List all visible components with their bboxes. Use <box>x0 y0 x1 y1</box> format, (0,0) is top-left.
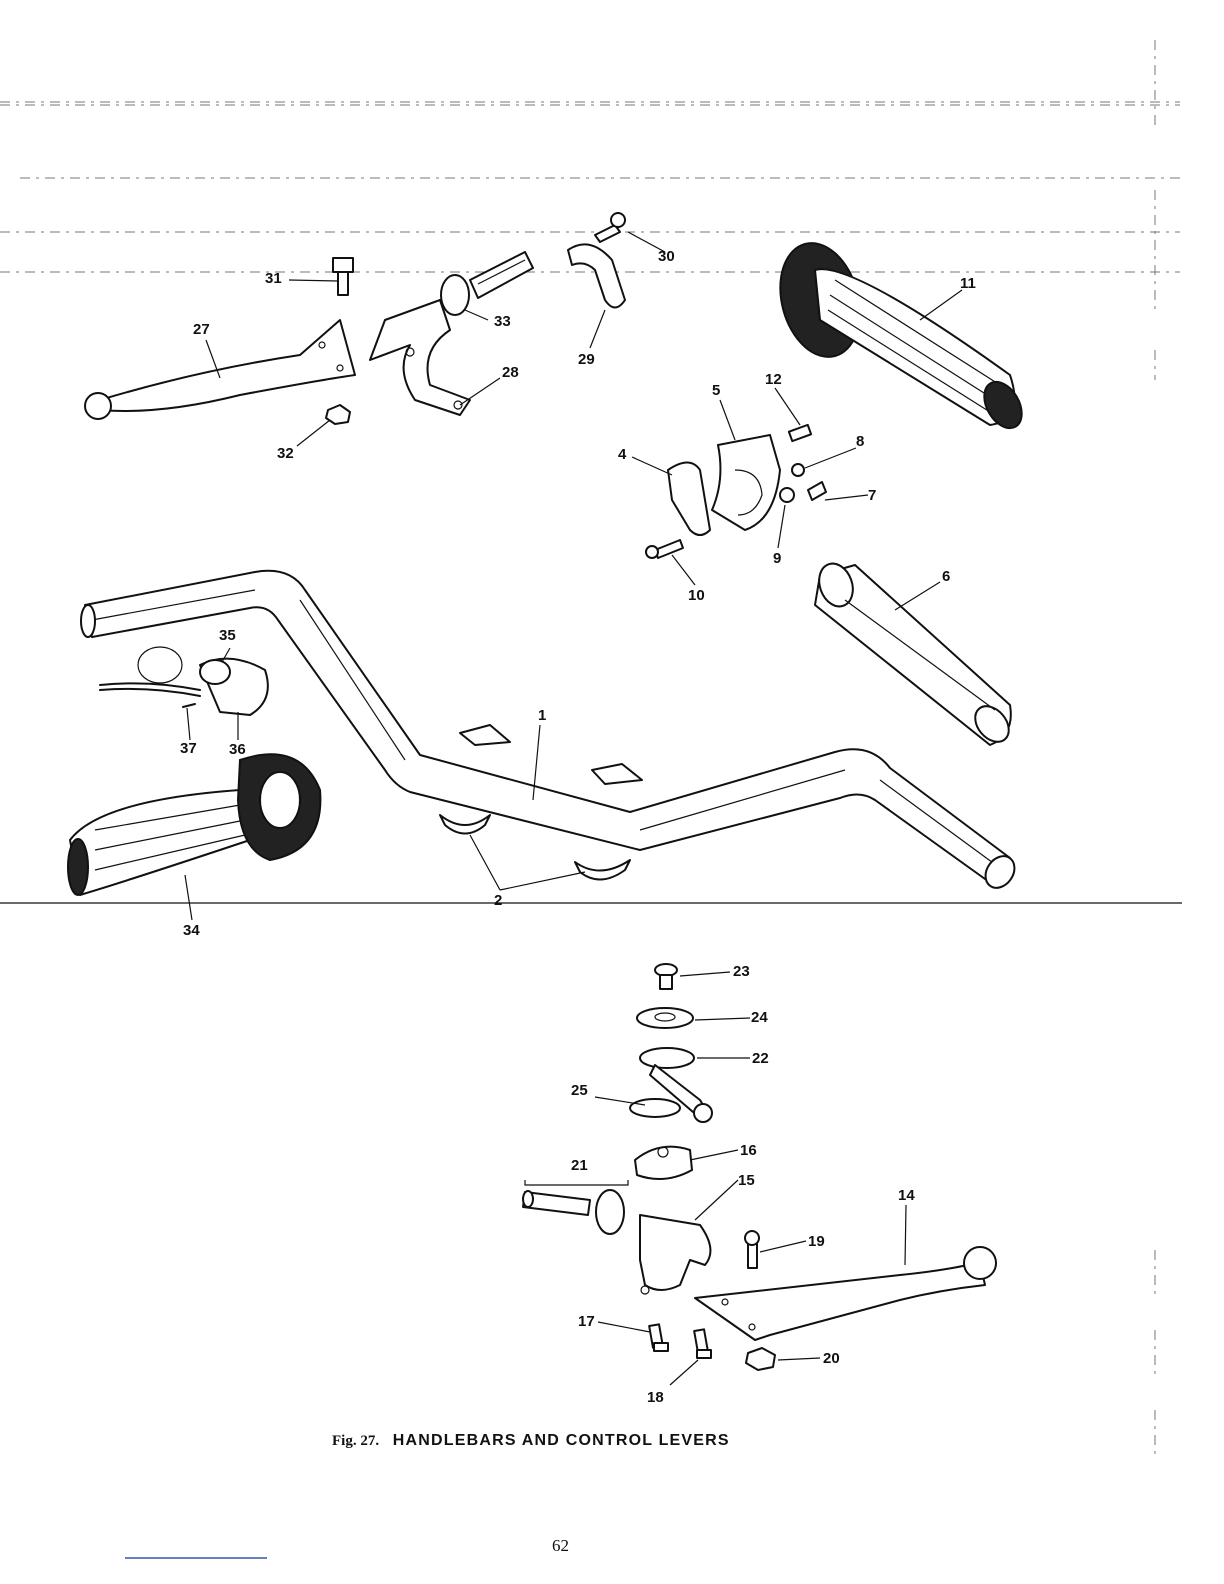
callout-10: 10 <box>688 588 705 604</box>
part-lower-clamp-15 <box>640 1215 710 1294</box>
part-lower-lever-14 <box>695 1247 996 1340</box>
callout-2: 2 <box>494 893 502 909</box>
callout-16: 16 <box>740 1143 757 1159</box>
callout-7: 7 <box>868 488 876 504</box>
callout-6: 6 <box>942 569 950 585</box>
callout-15: 15 <box>738 1173 755 1189</box>
callout-22: 22 <box>752 1051 769 1067</box>
figure-title: HANDLEBARS AND CONTROL LEVERS <box>393 1432 730 1449</box>
figure-caption: Fig. 27. HANDLEBARS AND CONTROL LEVERS <box>332 1432 730 1450</box>
part-pivot-bolt <box>333 258 353 295</box>
callout-14: 14 <box>898 1188 915 1204</box>
callout-30: 30 <box>658 249 675 265</box>
callout-8: 8 <box>856 434 864 450</box>
callout-29: 29 <box>578 352 595 368</box>
callout-25: 25 <box>571 1083 588 1099</box>
callout-34: 34 <box>183 923 200 939</box>
callout-12: 12 <box>765 372 782 388</box>
callout-17: 17 <box>578 1314 595 1330</box>
callout-27: 27 <box>193 322 210 338</box>
callout-33: 33 <box>494 314 511 330</box>
callout-18: 18 <box>647 1390 664 1406</box>
page-number: 62 <box>552 1536 569 1556</box>
part-lower-adjuster-21 <box>523 1180 628 1234</box>
callout-31: 31 <box>265 271 282 287</box>
part-cable-adjuster <box>441 252 533 315</box>
part-lever-clamp-left <box>370 300 470 415</box>
figure-number: Fig. 27. <box>332 1433 379 1449</box>
callout-32: 32 <box>277 446 294 462</box>
callout-19: 19 <box>808 1234 825 1250</box>
part-horn-switch <box>100 647 268 715</box>
callout-9: 9 <box>773 551 781 567</box>
part-grip-left <box>68 754 320 895</box>
callout-35: 35 <box>219 628 236 644</box>
callout-20: 20 <box>823 1351 840 1367</box>
part-lower-washer-25 <box>630 1099 680 1117</box>
callout-37: 37 <box>180 741 197 757</box>
callout-11: 11 <box>960 276 976 292</box>
part-lever-left <box>85 320 355 419</box>
part-grip-right <box>768 234 1029 435</box>
part-twistgrip-body <box>668 435 780 535</box>
part-clip-screw <box>595 213 625 242</box>
callout-36: 36 <box>229 742 246 758</box>
callout-23: 23 <box>733 964 750 980</box>
callout-4: 4 <box>618 447 626 463</box>
part-throttle-sleeve <box>813 559 1015 748</box>
part-lower-washer-24 <box>637 1008 693 1028</box>
callout-28: 28 <box>502 365 519 381</box>
callout-24: 24 <box>751 1010 768 1026</box>
part-lower-cap-16 <box>635 1147 692 1179</box>
callout-1: 1 <box>538 708 546 724</box>
part-clip <box>568 244 625 307</box>
part-lower-screw-23 <box>655 964 677 989</box>
part-nut-upper <box>326 405 350 424</box>
callout-5: 5 <box>712 383 720 399</box>
part-lower-nut-20 <box>746 1348 775 1370</box>
callout-21: 21 <box>571 1158 588 1174</box>
